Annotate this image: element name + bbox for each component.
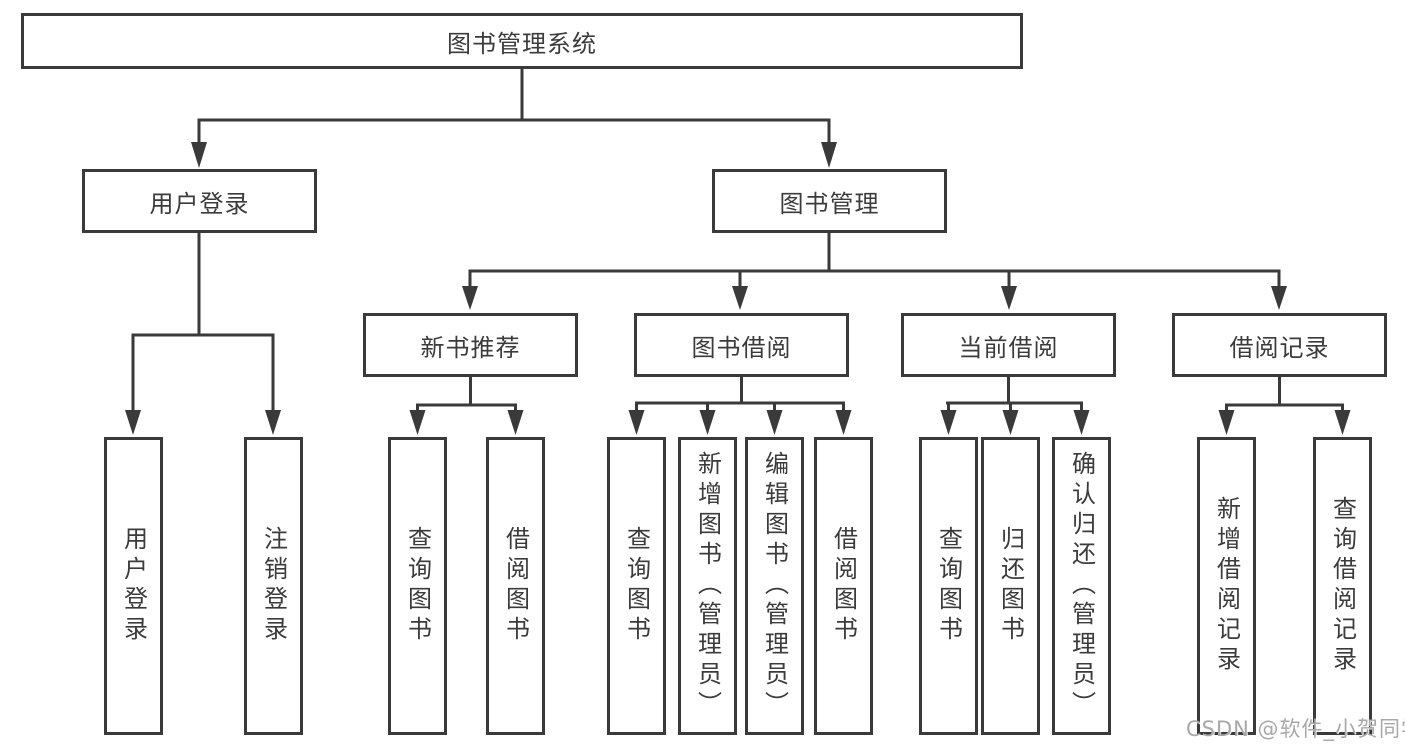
leaf-current-query-books-label: 查询图书 xyxy=(934,526,963,646)
leaf-add-borrow-record-label: 新增借阅记录 xyxy=(1212,496,1241,676)
node-root-label: 图书管理系统 xyxy=(447,29,597,58)
node-borrow-records: 借阅记录 xyxy=(1172,313,1387,377)
leaf-recommend-borrow-books: 借阅图书 xyxy=(486,437,545,735)
leaf-borrow-books-label: 借阅图书 xyxy=(829,526,858,646)
node-current-borrow: 当前借阅 xyxy=(901,313,1116,377)
node-root: 图书管理系统 xyxy=(21,13,1023,69)
leaf-add-books-admin: 新增图书（管理员） xyxy=(678,437,737,735)
leaf-confirm-return-admin-label: 确认归还（管理员） xyxy=(1067,451,1096,721)
leaf-user-login-label: 用户登录 xyxy=(119,526,148,646)
leaf-borrow-books: 借阅图书 xyxy=(814,437,873,735)
leaf-query-borrow-record-label: 查询借阅记录 xyxy=(1328,496,1357,676)
leaf-user-login: 用户登录 xyxy=(104,437,163,735)
node-book-mgmt: 图书管理 xyxy=(712,169,947,233)
leaf-edit-books-admin: 编辑图书（管理员） xyxy=(745,437,804,735)
leaf-add-borrow-record: 新增借阅记录 xyxy=(1197,437,1256,735)
leaf-edit-books-admin-label: 编辑图书（管理员） xyxy=(760,451,789,721)
leaf-recommend-query-books: 查询图书 xyxy=(388,437,447,735)
leaf-query-borrow-record: 查询借阅记录 xyxy=(1313,437,1372,735)
node-book-borrow: 图书借阅 xyxy=(634,313,849,377)
leaf-borrow-query-books: 查询图书 xyxy=(607,437,666,735)
leaf-return-books: 归还图书 xyxy=(981,437,1040,735)
node-user-login-label: 用户登录 xyxy=(149,189,250,218)
leaf-return-books-label: 归还图书 xyxy=(996,526,1025,646)
leaf-add-books-admin-label: 新增图书（管理员） xyxy=(693,451,722,721)
node-borrow-records-label: 借阅记录 xyxy=(1229,333,1330,362)
node-book-borrow-label: 图书借阅 xyxy=(691,333,792,362)
leaf-logout: 注销登录 xyxy=(244,437,303,735)
node-user-login: 用户登录 xyxy=(82,169,317,233)
node-new-book-recommend-label: 新书推荐 xyxy=(420,333,521,362)
leaf-current-query-books: 查询图书 xyxy=(919,437,978,735)
node-current-borrow-label: 当前借阅 xyxy=(958,333,1059,362)
leaf-borrow-query-books-label: 查询图书 xyxy=(622,526,651,646)
node-new-book-recommend: 新书推荐 xyxy=(363,313,578,377)
leaf-logout-label: 注销登录 xyxy=(259,526,288,646)
leaf-confirm-return-admin: 确认归还（管理员） xyxy=(1052,437,1111,735)
leaf-recommend-query-books-label: 查询图书 xyxy=(403,526,432,646)
leaf-recommend-borrow-books-label: 借阅图书 xyxy=(501,526,530,646)
node-book-mgmt-label: 图书管理 xyxy=(779,189,880,218)
csdn-watermark: CSDN @软件_小贺同学 xyxy=(1186,717,1405,741)
